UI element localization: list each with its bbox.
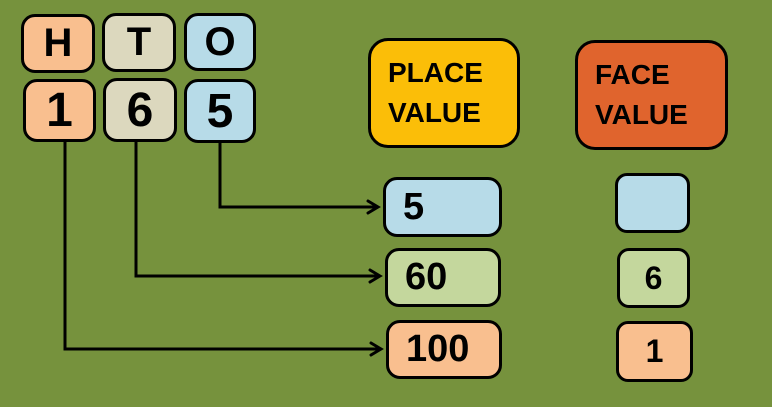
column-header-ones: O xyxy=(184,13,256,71)
digit-tile-ones: 5 xyxy=(184,79,256,143)
column-header-hundreds: H xyxy=(21,14,95,73)
arrow-hundreds-to-place-value xyxy=(63,142,384,357)
digit-tile-tens: 6 xyxy=(103,78,177,142)
place-value-ones-box: 5 xyxy=(383,177,502,237)
face-value-tens-box: 6 xyxy=(617,248,690,308)
face-value-heading: FACE VALUE xyxy=(575,40,728,150)
column-header-tens: T xyxy=(102,13,176,72)
face-value-hundreds-box: 1 xyxy=(616,321,693,382)
place-value-heading: PLACE VALUE xyxy=(368,38,520,148)
place-value-tens-box: 60 xyxy=(385,248,501,307)
arrow-tens-to-place-value xyxy=(134,142,383,284)
place-value-hundreds-box: 100 xyxy=(386,320,502,379)
arrow-ones-to-place-value xyxy=(218,142,381,215)
face-value-ones-box xyxy=(615,173,690,233)
digit-tile-hundreds: 1 xyxy=(23,79,96,142)
